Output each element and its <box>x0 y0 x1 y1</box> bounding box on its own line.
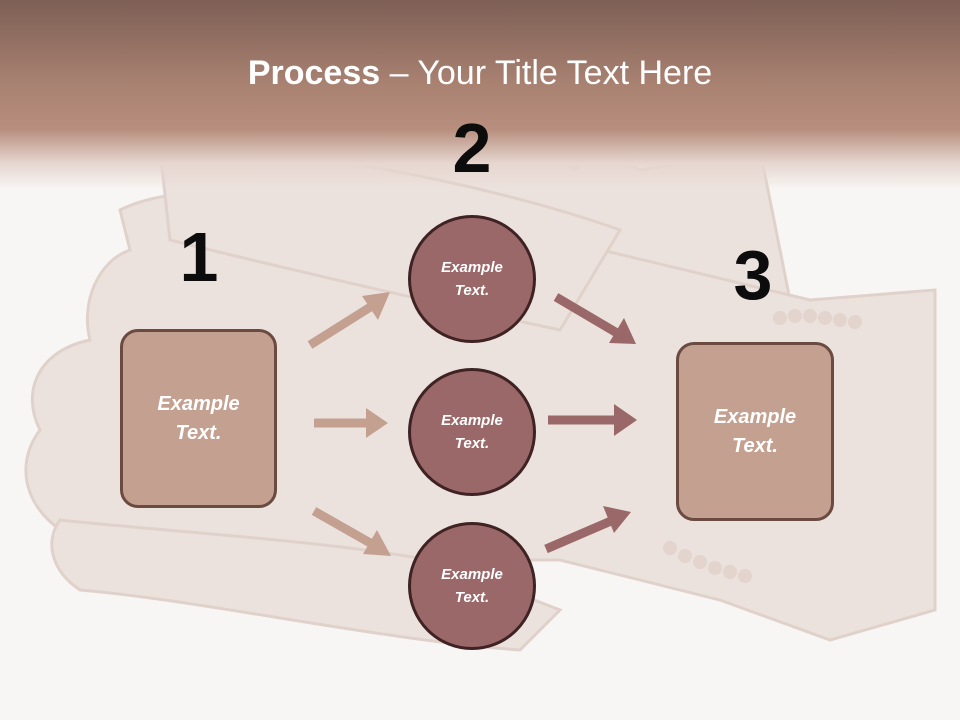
arrow-box1-to-circle2 <box>314 408 388 438</box>
circle-1-text: Example Text. <box>441 259 503 299</box>
arrow-circle1-to-box3 <box>553 293 636 344</box>
step-2-circle-1[interactable]: Example Text. <box>408 215 536 343</box>
step-1-box[interactable]: Example Text. <box>120 329 277 508</box>
step-3-text: Example Text. <box>713 405 797 457</box>
arrow-circle3-to-box3 <box>544 506 631 554</box>
step-1-text: Example Text. <box>157 392 240 444</box>
step-3-box[interactable]: Example Text. <box>676 342 834 521</box>
slide-title: Process – Your Title Text Here <box>0 54 960 93</box>
arrow-box1-to-circle1 <box>307 292 390 349</box>
step-2-circle-3[interactable]: Example Text. <box>408 522 536 650</box>
title-bold: Process <box>247 54 381 92</box>
step-number-2: 2 <box>452 109 492 187</box>
header-band <box>0 0 960 190</box>
circle-2-text: Example Text. <box>441 412 503 452</box>
step-number-3: 3 <box>733 236 773 314</box>
step-2-circle-2[interactable]: Example Text. <box>408 368 536 496</box>
circle-3-text: Example Text. <box>441 566 503 606</box>
title-rest: – Your Title Text Here <box>380 54 713 92</box>
arrow-circle2-to-box3 <box>548 404 637 436</box>
arrow-box1-to-circle3 <box>311 507 391 556</box>
step-number-1: 1 <box>179 218 219 296</box>
